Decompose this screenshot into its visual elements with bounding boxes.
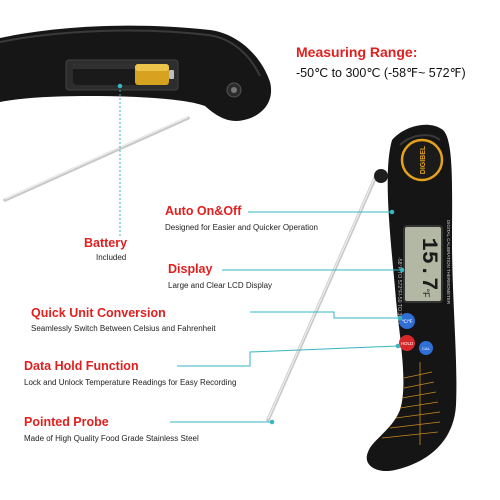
- battery-title: Battery: [84, 236, 128, 250]
- svg-text:HOLD: HOLD: [401, 341, 414, 346]
- pointed-probe-title: Pointed Probe: [24, 415, 109, 429]
- data-hold-desc: Lock and Unlock Temperature Readings for…: [24, 378, 237, 387]
- display-title: Display: [168, 262, 213, 276]
- pointed-probe-desc: Made of High Quality Food Grade Stainles…: [24, 434, 199, 443]
- lcd-reading: 15.7: [416, 238, 441, 291]
- measuring-range-value: -50℃ to 300℃ (-58℉~ 572℉): [296, 66, 466, 80]
- unit-button: ℃/℉: [399, 313, 415, 329]
- auto-on-off-title: Auto On&Off: [165, 204, 242, 218]
- thermometer-front-view: DIGIBEL 15.7 °F DIGITAL CALIBRATION THER…: [266, 124, 457, 472]
- battery-desc: Included: [96, 253, 127, 262]
- brand-logo: DIGIBEL: [420, 145, 427, 174]
- quick-unit-conversion-desc: Seamlessly Switch Between Celsius and Fa…: [31, 324, 216, 333]
- measuring-range-title: Measuring Range:: [296, 44, 418, 60]
- thermometer-top-view: [0, 25, 272, 202]
- leader-lines: [117, 83, 405, 425]
- body-label: DIGITAL CALIBRATION THERMOMETER: [446, 220, 451, 305]
- temperature-guide-print: [381, 362, 441, 445]
- cal-button: CAL: [419, 341, 433, 355]
- svg-text:℃/℉: ℃/℉: [402, 319, 413, 324]
- svg-text:CAL: CAL: [422, 346, 431, 351]
- range-label: -58°F TO 572°F/-50 TO 300°C: [396, 257, 402, 327]
- lcd-unit: °F: [421, 288, 431, 298]
- auto-on-off-desc: Designed for Easier and Quicker Operatio…: [165, 223, 318, 232]
- display-desc: Large and Clear LCD Display: [168, 281, 273, 290]
- quick-unit-conversion-title: Quick Unit Conversion: [31, 306, 166, 320]
- battery-icon: [73, 64, 174, 85]
- hold-button: HOLD: [399, 335, 415, 351]
- data-hold-title: Data Hold Function: [24, 359, 139, 373]
